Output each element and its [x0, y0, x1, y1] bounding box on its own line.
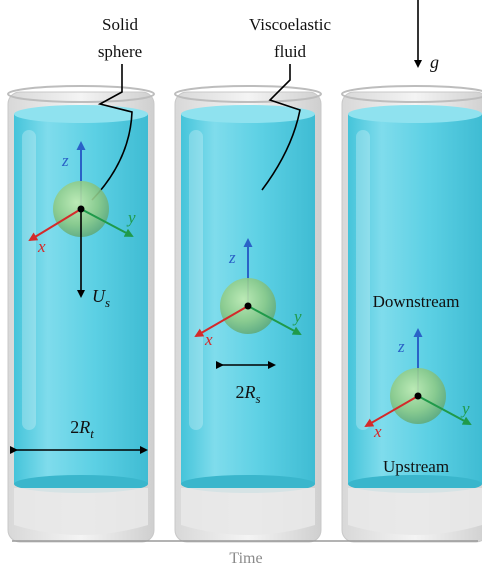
solid-sphere-label-line1: Solid — [102, 15, 138, 34]
sphere-2-center — [244, 302, 252, 310]
sphere-1-group: z x y Us — [28, 141, 136, 310]
solid-sphere-label-line2: sphere — [98, 42, 142, 61]
y-axis-1 — [80, 208, 134, 237]
cylinder-1 — [7, 85, 155, 543]
y-axis-2-label: y — [292, 307, 302, 326]
x-axis-2 — [194, 305, 249, 337]
sphere-3-group: Downstream z x y Upstream — [364, 292, 472, 476]
upstream-label: Upstream — [383, 457, 449, 476]
sphere-diameter-label: 2Rs — [235, 382, 260, 406]
x-axis-3 — [364, 395, 419, 427]
time-label: Time — [229, 550, 262, 567]
z-axis-2-label: z — [228, 248, 236, 267]
viscoelastic-fluid-label-line2: fluid — [274, 42, 307, 61]
y-axis-3 — [417, 395, 472, 425]
cylinder-2 — [174, 85, 322, 543]
sphere-2-group: z x y 2Rs — [194, 238, 302, 406]
sphere-1-center — [77, 205, 85, 213]
x-axis-1-label: x — [37, 237, 46, 256]
y-axis-2 — [247, 305, 302, 335]
x-axis-3-label: x — [373, 422, 382, 441]
x-axis-2-label: x — [204, 330, 213, 349]
y-axis-1-label: y — [126, 208, 136, 227]
sphere-3-center — [414, 392, 422, 400]
viscoelastic-fluid-label-line1: Viscoelastic — [249, 15, 332, 34]
downstream-label: Downstream — [373, 292, 460, 311]
tube-diameter-label: 2Rt — [70, 417, 94, 441]
gravity-label: g — [430, 52, 439, 72]
z-axis-1-label: z — [61, 151, 69, 170]
viscoelastic-fluid-leader-line — [261, 64, 301, 191]
y-axis-3-label: y — [460, 399, 470, 418]
velocity-label: Us — [92, 286, 110, 310]
solid-sphere-leader-line — [91, 64, 133, 201]
z-axis-3-label: z — [397, 337, 405, 356]
x-axis-1 — [28, 208, 82, 242]
